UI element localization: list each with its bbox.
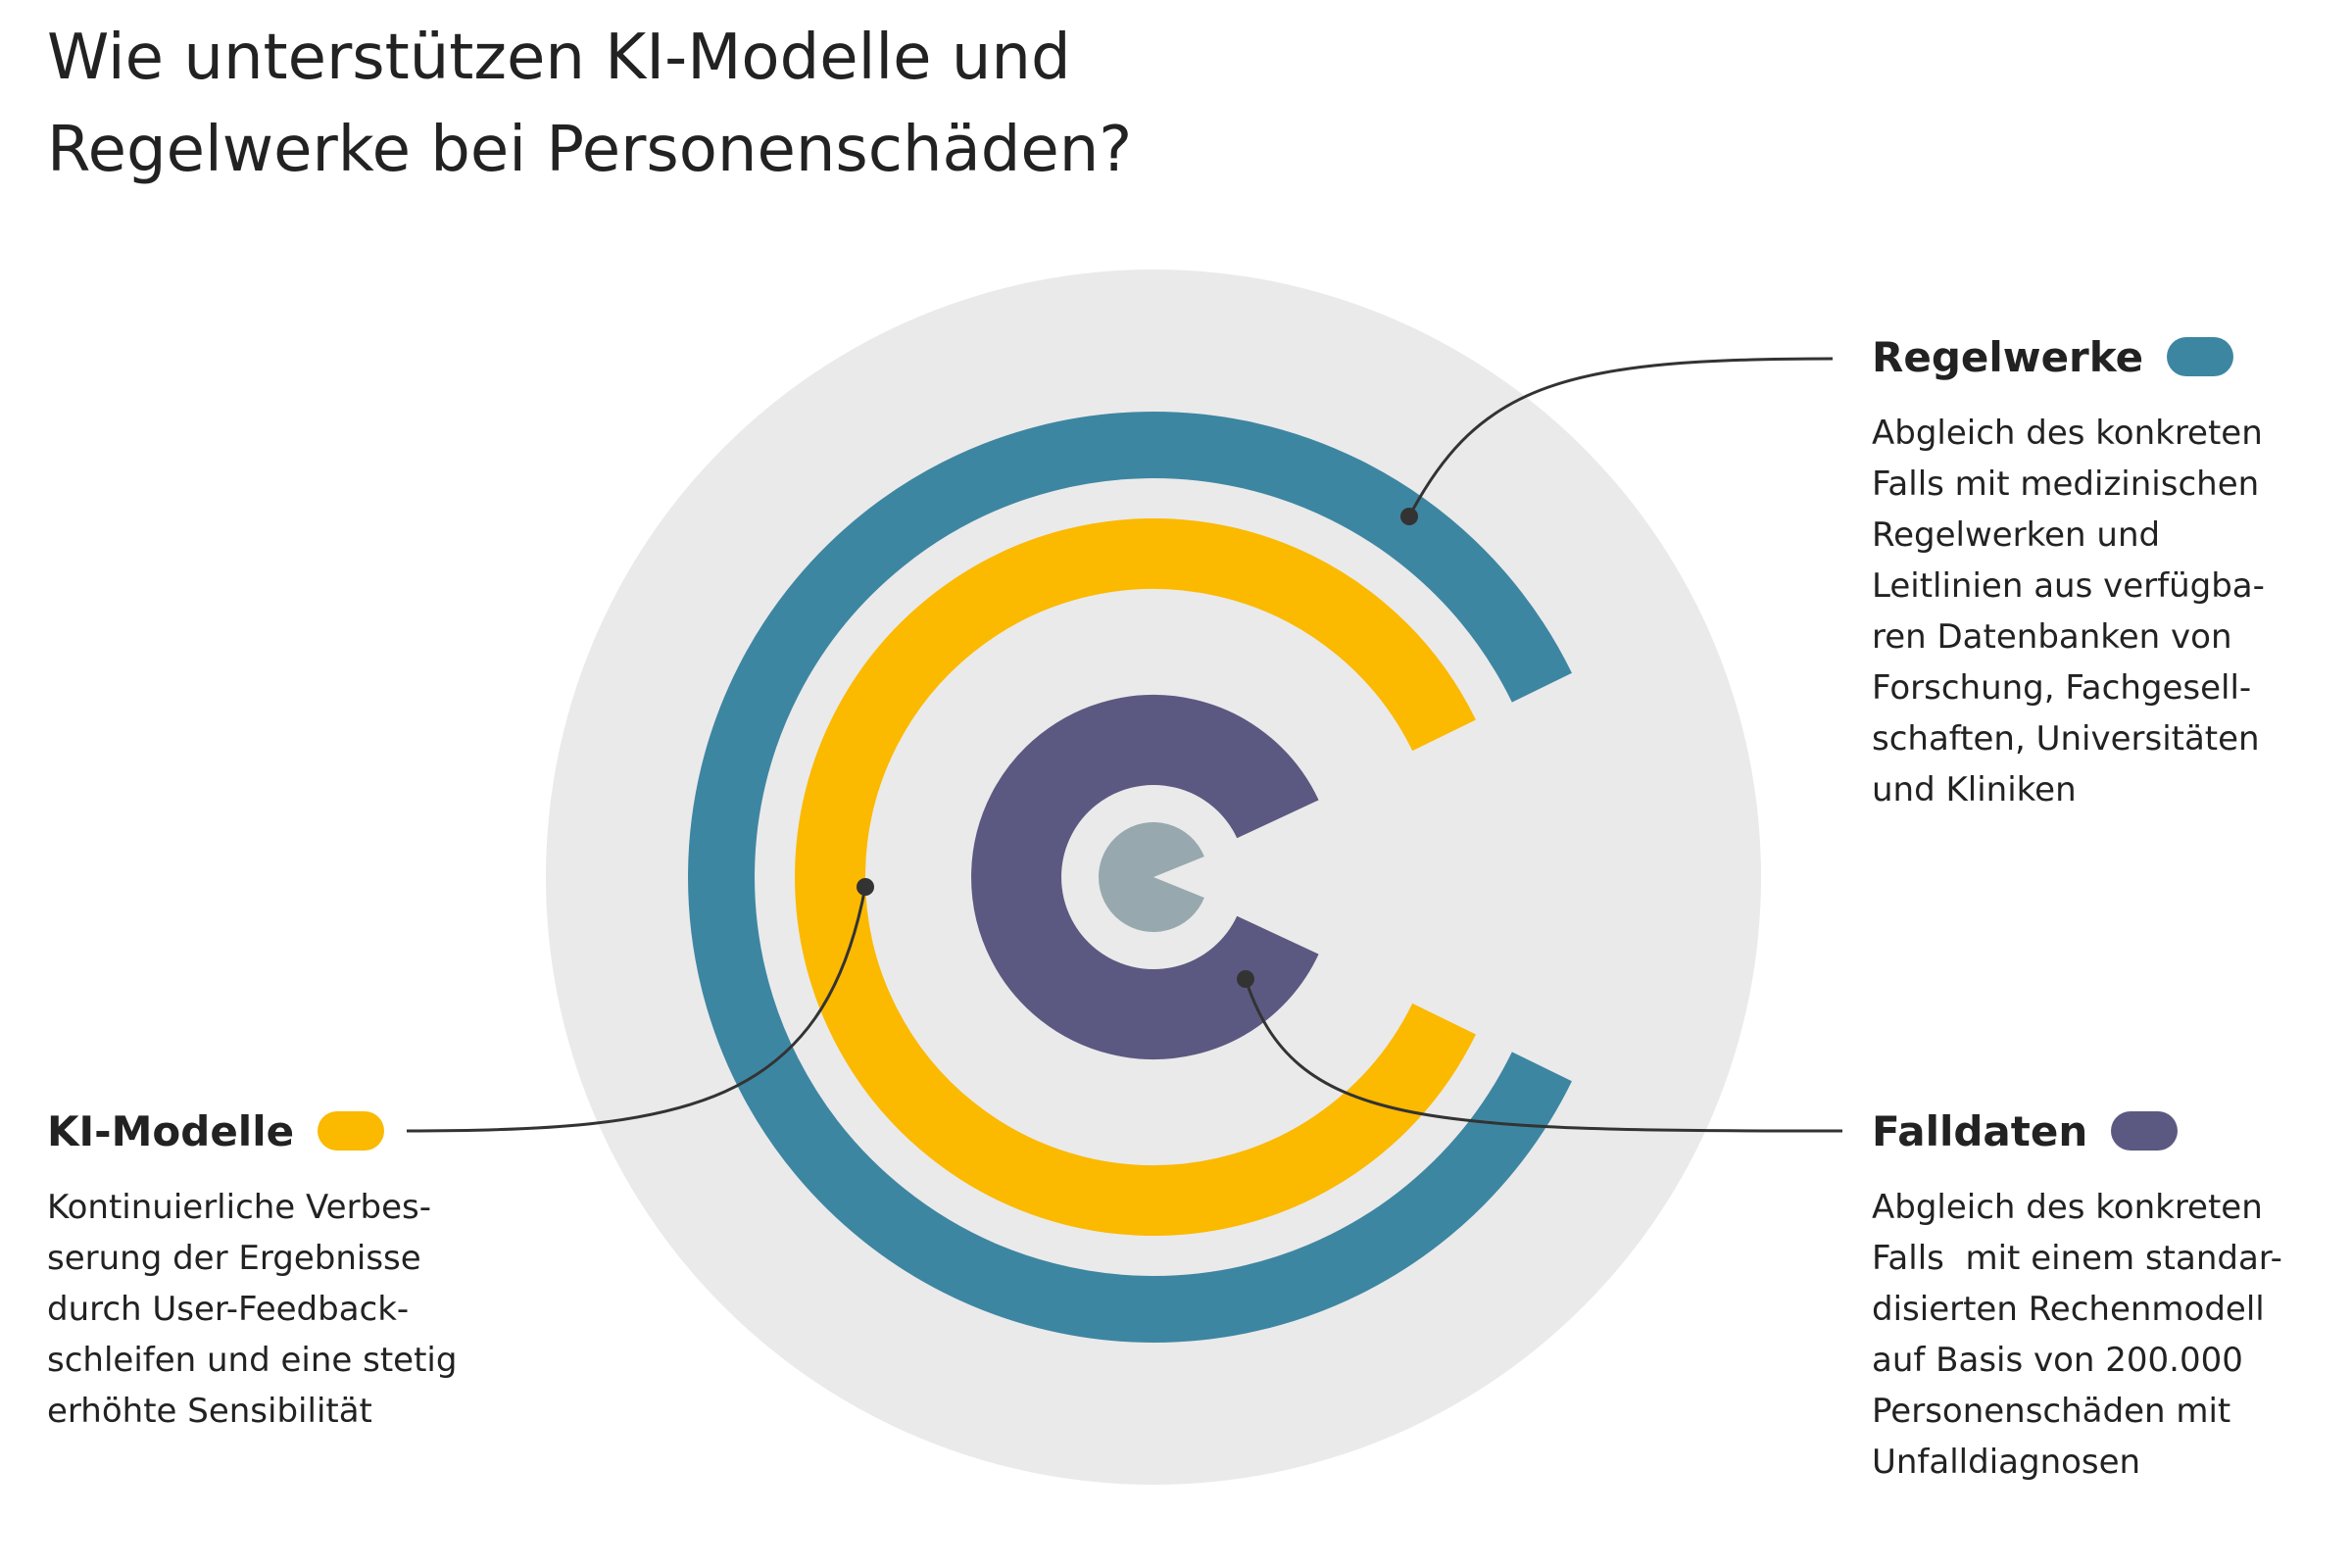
connector-dot-regelwerke	[1400, 508, 1418, 525]
legend-falldaten-line: Unfalldiagnosen	[1872, 1443, 2141, 1482]
legend-regelwerke-line: und Kliniken	[1872, 770, 2077, 809]
legend-regelwerke-line: Leitlinien aus verfügba-	[1872, 566, 2265, 606]
legend-falldaten-line: Abgleich des konkreten	[1872, 1188, 2263, 1227]
legend-falldaten-title: Falldaten	[1872, 1106, 2088, 1155]
legend-ki-modelle-line: durch User-Feedback-	[47, 1290, 410, 1329]
ring-ki-modelle	[795, 518, 1476, 1236]
legend-falldaten: Falldaten Abgleich des konkreten Falls m…	[1872, 1102, 2342, 1488]
legend-ki-modelle-title: KI-Modelle	[47, 1106, 295, 1155]
legend-regelwerke-line: Falls mit medizinischen	[1872, 465, 2260, 504]
legend-falldaten-line: Falls mit einem standar-	[1872, 1239, 2282, 1278]
legend-regelwerke: Regelwerke Abgleich des konkreten Falls …	[1872, 327, 2323, 815]
connector-line-falldaten	[1244, 978, 1843, 1133]
page-title-line-2: Regelwerke bei Personenschäden?	[47, 114, 1133, 186]
legend-falldaten-swatch	[2111, 1111, 2179, 1151]
legend-falldaten-description: Abgleich des konkreten Falls mit einem s…	[1872, 1182, 2342, 1488]
legend-falldaten-line: Personenschäden mit	[1872, 1392, 2231, 1431]
ring-regelwerke	[688, 412, 1572, 1343]
legend-regelwerke-description: Abgleich des konkreten Falls mit medizin…	[1872, 408, 2323, 815]
legend-regelwerke-line: Abgleich des konkreten	[1872, 414, 2263, 453]
legend-ki-modelle-line: Kontinuierliche Verbes-	[47, 1188, 432, 1227]
legend-ki-modelle-line: erhöhte Sensibilität	[47, 1392, 372, 1431]
legend-ki-modelle: KI-Modelle Kontinuierliche Verbes- serun…	[47, 1102, 498, 1437]
legend-falldaten-header: Falldaten	[1872, 1102, 2342, 1160]
connector-line-regelwerke	[1407, 357, 1834, 517]
connector-dot-ki-modelle	[857, 878, 874, 896]
legend-regelwerke-swatch	[2167, 337, 2234, 376]
page-title: Wie unterstützen KI-Modelle und Regelwer…	[47, 12, 1517, 196]
legend-falldaten-line: disierten Rechenmodell	[1872, 1290, 2265, 1329]
legend-regelwerke-line: Regelwerken und	[1872, 515, 2161, 555]
legend-regelwerke-header: Regelwerke	[1872, 327, 2323, 386]
legend-falldaten-line: auf Basis von 200.000	[1872, 1341, 2243, 1380]
legend-ki-modelle-header: KI-Modelle	[47, 1102, 498, 1160]
connector-dot-falldaten	[1237, 970, 1254, 988]
legend-regelwerke-title: Regelwerke	[1872, 332, 2144, 381]
legend-ki-modelle-line: serung der Ergebnisse	[47, 1239, 421, 1278]
legend-ki-modelle-line: schleifen und eine stetig	[47, 1341, 458, 1380]
legend-regelwerke-line: schaften, Universitäten	[1872, 719, 2260, 759]
core-pie	[1098, 821, 1204, 933]
legend-regelwerke-line: Forschung, Fachgesell-	[1872, 668, 2252, 708]
legend-ki-modelle-swatch	[318, 1111, 385, 1151]
ring-falldaten	[971, 695, 1319, 1059]
legend-regelwerke-line: ren Datenbanken von	[1872, 617, 2232, 657]
page-title-line-1: Wie unterstützen KI-Modelle und	[47, 22, 1071, 94]
legend-ki-modelle-description: Kontinuierliche Verbes- serung der Ergeb…	[47, 1182, 498, 1437]
connector-line-ki-modelle	[406, 886, 867, 1133]
